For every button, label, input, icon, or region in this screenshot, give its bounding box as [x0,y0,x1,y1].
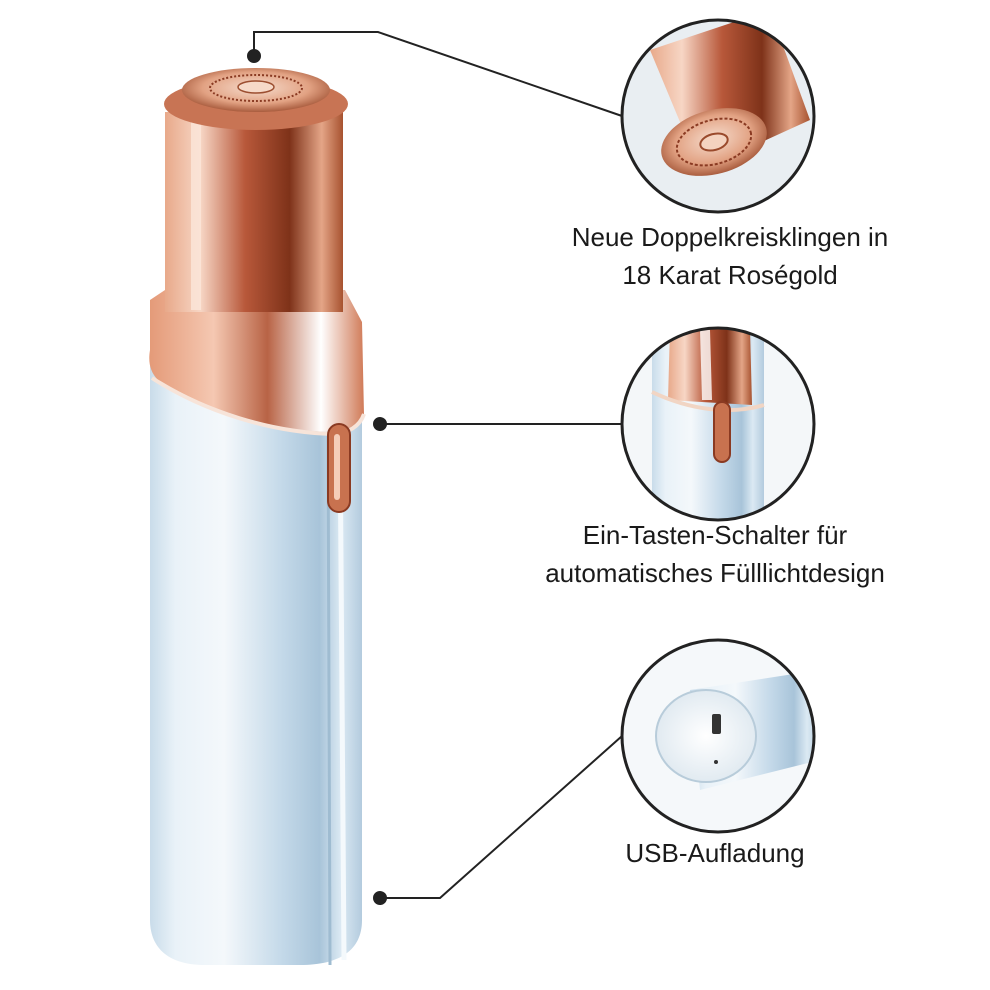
device-collar [149,290,364,432]
device-body-edge [326,429,332,966]
device [149,68,366,966]
leader-dot-usb [373,891,387,905]
device-body-highlight [337,429,347,961]
usb-port-slot [712,714,721,734]
blade-head-inner [209,74,303,102]
caption-power-switch: Ein-Tasten-Schalter für automatisches Fü… [510,516,920,592]
leader-dot-switch [373,417,387,431]
caption-blade-head: Neue Doppelkreisklingen in 18 Karat Rosé… [520,218,940,294]
detail-circle-switch [620,326,816,522]
leader-lines [247,31,623,905]
detail-circle-blade [620,18,816,214]
leader-dot-blade [247,49,261,63]
detail-circle-usb [620,638,816,834]
power-switch-highlight [334,434,340,500]
device-collar-rim [150,376,366,437]
caption-line: automatisches Fülllichtdesign [545,558,885,588]
caption-line: 18 Karat Roségold [622,260,838,290]
device-body [150,300,362,965]
caption-line: Neue Doppelkreisklingen in [571,222,889,252]
leader-line-usb [380,735,623,899]
caption-line: Ein-Tasten-Schalter für [582,520,848,550]
blade-head-center [237,80,275,94]
leader-line-blade [253,31,623,117]
caption-line: USB-Aufladung [625,838,805,868]
caption-usb-port: USB-Aufladung [560,834,870,872]
usb-port-face [655,689,757,783]
